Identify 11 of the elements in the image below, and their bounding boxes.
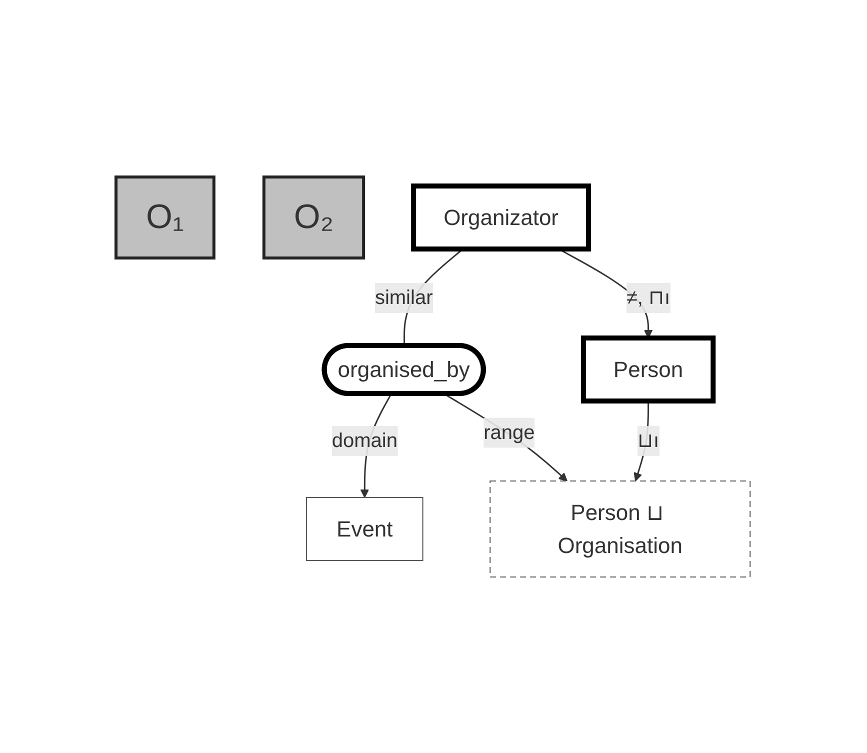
node-box: O₁ [114,175,216,259]
node-box: O₂ [262,175,366,259]
node-box: Person ⊔ Organisation [490,480,752,577]
edge-label: ⊔ı [638,429,660,452]
node-box: Event [306,496,424,560]
node-box: Organizator [412,183,592,251]
edge-label: range [484,421,536,444]
node-box: Person [581,335,716,403]
edge-label: ≠, ⊓ı [626,286,671,308]
edge-label: similar [375,286,434,308]
edge-label: domain [332,429,398,452]
